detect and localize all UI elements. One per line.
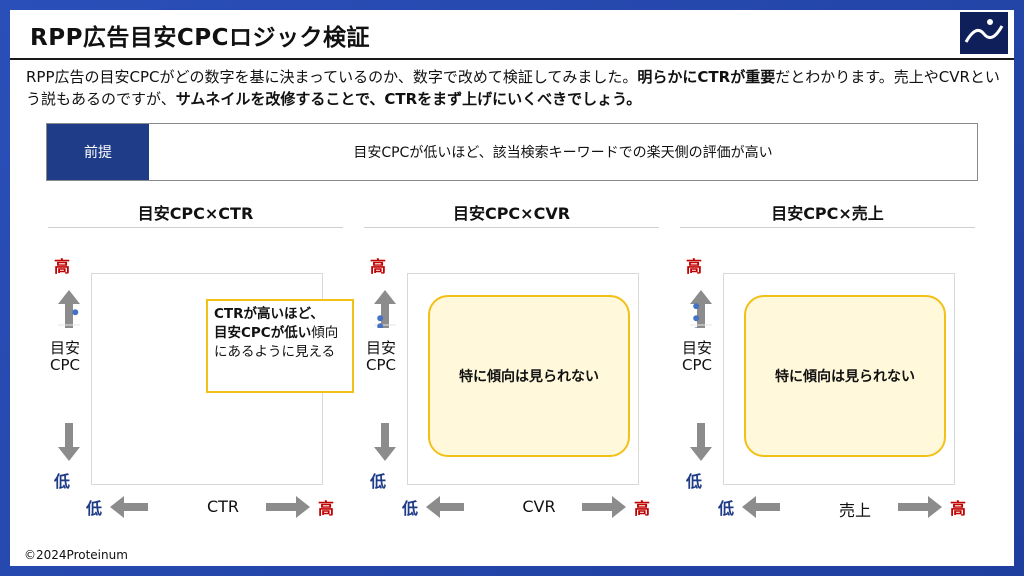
y-low-label: 低	[370, 472, 387, 491]
callout-bold-2: 目安CPCが低い	[214, 325, 312, 341]
panel-title: 目安CPC×CTR	[137, 204, 254, 223]
page-title: RPP広告目安CPCロジック検証	[30, 25, 371, 51]
callout-box: CTRが高いほど、目安CPCが低い傾向にあるように見える	[206, 299, 354, 393]
arrow-up-icon	[690, 290, 920, 500]
callout-bold-1: CTRが高いほど、	[214, 306, 324, 322]
arrow-up-icon	[374, 290, 604, 500]
copyright: ©2024Proteinum	[24, 548, 128, 562]
x-low-label: 低	[718, 499, 735, 518]
x-high-label: 高	[318, 499, 335, 518]
title-divider	[10, 58, 1014, 60]
premise-text: 目安CPCが低いほど、該当検索キーワードでの楽天側の評価が高い	[353, 145, 773, 161]
callout-rest: 傾向にあるように見える	[214, 325, 339, 360]
scatter-point	[72, 309, 79, 316]
arrow-left-icon	[110, 496, 148, 522]
no-trend-annotation: 特に傾向は見られない	[428, 295, 630, 457]
x-high-label: 高	[950, 499, 967, 518]
scatter-point	[377, 315, 384, 322]
x-low-label: 低	[86, 499, 103, 518]
y-low-label: 低	[54, 472, 71, 491]
scatter-point	[693, 315, 700, 322]
arrow-down-icon	[374, 423, 396, 465]
premise-label: 前提	[47, 124, 149, 180]
panel-title: 目安CPC×売上	[771, 204, 884, 223]
x-axis-label: 売上	[838, 501, 871, 520]
intro-bold-2: サムネイルを改修することで、CTRをまず上げにいくべきでしょう。	[175, 90, 642, 108]
slide: RPP広告目安CPCロジック検証 RPP広告の目安CPCがどの数字を基に決まって…	[10, 10, 1014, 566]
y-axis-label: 目安CPC	[50, 339, 81, 374]
panel-title-rule	[48, 227, 343, 228]
panel-title-rule	[680, 227, 975, 228]
y-low-label: 低	[686, 472, 703, 491]
arrow-right-icon	[266, 496, 310, 522]
arrow-down-icon	[690, 423, 712, 465]
arrow-up-icon	[58, 290, 288, 500]
intro-text: RPP広告の目安CPCがどの数字を基に決まっているのか、数字で改めて検証してみま…	[26, 66, 1011, 110]
intro-bold-1: 明らかにCTRが重要	[637, 68, 776, 86]
y-axis-label: 目安CPC	[366, 339, 397, 374]
x-axis-label: CTR	[206, 497, 240, 516]
scatter-plot	[407, 273, 639, 485]
intro-part-2: だとわかります。売上やCVRという説もあるのですが、	[26, 68, 1000, 108]
scatter-plot	[723, 273, 955, 485]
premise-box: 前提 目安CPCが低いほど、該当検索キーワードでの楽天側の評価が高い	[46, 123, 978, 181]
no-trend-annotation: 特に傾向は見られない	[744, 295, 946, 457]
intro-part-1: RPP広告の目安CPCがどの数字を基に決まっているのか、数字で改めて検証してみま…	[26, 68, 638, 86]
proteinum-logo-icon	[960, 12, 1008, 54]
scatter-point	[377, 323, 384, 330]
panel-title: 目安CPC×CVR	[452, 204, 571, 223]
scatter-point	[693, 303, 700, 310]
y-high-label: 高	[54, 257, 71, 276]
arrow-left-icon	[742, 496, 780, 522]
x-axis-label: CVR	[522, 497, 556, 516]
y-axis-label: 目安CPC	[682, 339, 713, 374]
y-high-label: 高	[370, 257, 387, 276]
arrow-left-icon	[426, 496, 464, 522]
x-high-label: 高	[634, 499, 651, 518]
arrow-right-icon	[582, 496, 626, 522]
arrow-right-icon	[898, 496, 942, 522]
x-low-label: 低	[402, 499, 419, 518]
panel-title-rule	[364, 227, 659, 228]
y-high-label: 高	[686, 257, 703, 276]
arrow-down-icon	[58, 423, 80, 465]
